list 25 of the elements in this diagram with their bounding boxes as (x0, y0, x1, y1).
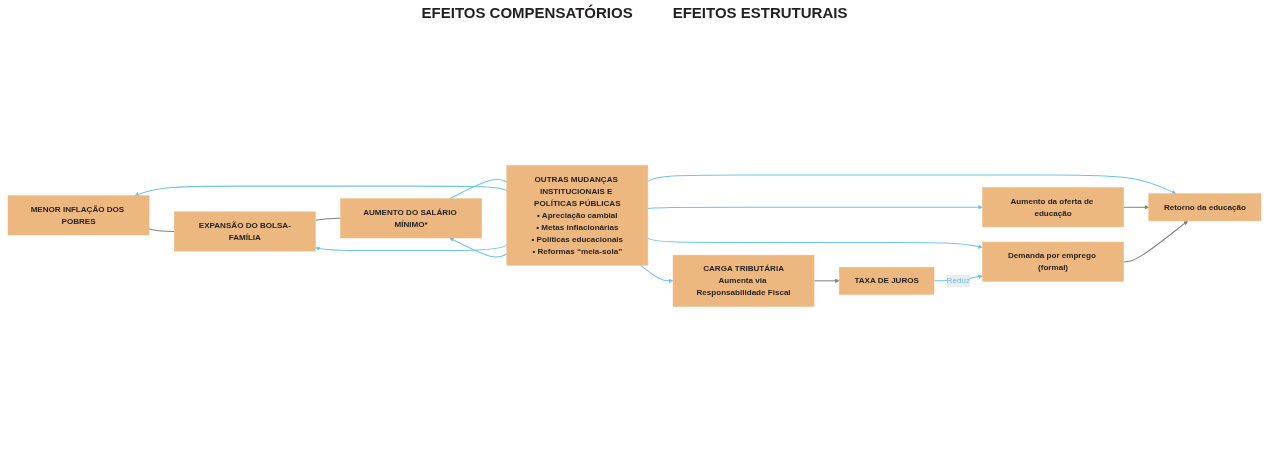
connector (148, 228, 175, 232)
arrow (449, 237, 508, 258)
arrow (813, 278, 840, 284)
node-box: OUTRAS MUDANÇAS INSTITUCIONAIS E POLÍTICAS PÚBLICAS • Apreciação cambial • Metas inflacionárias • Políticas educacionais • Reformas “meia-sola” (506, 165, 649, 266)
arrow (647, 205, 983, 210)
edge-label: Reduz (946, 276, 970, 285)
node-box: TAXA DE JUROS (839, 267, 935, 295)
arrow (134, 185, 508, 197)
arrow (647, 174, 1177, 194)
node-box: EXPANSÃO DO BOLSA-FAMÍLIA (174, 211, 316, 252)
section-heading: EFEITOS ESTRUTURAIS (672, 4, 848, 21)
node-box: MENOR INFLAÇÃO DOS POBRES (7, 195, 150, 236)
node-box: Aumento da oferta de educação (982, 187, 1124, 228)
section-heading: EFEITOS COMPENSATÓRIOS (421, 4, 633, 21)
node-box: Retorno da educação (1148, 193, 1262, 222)
arrow (315, 244, 508, 252)
node-box: AUMENTO DO SALÁRIO MÍNIMO* (340, 198, 482, 239)
node-box: CARGA TRIBUTÁRIA Aumenta via Responsabilidade Fiscal (672, 254, 815, 307)
arrow (1123, 205, 1149, 210)
connector (314, 217, 342, 221)
connector (449, 178, 508, 200)
arrow (647, 237, 983, 249)
node-box: Demanda por emprego (formal) (982, 241, 1124, 282)
arrow (1123, 220, 1188, 263)
arrow (640, 264, 674, 284)
